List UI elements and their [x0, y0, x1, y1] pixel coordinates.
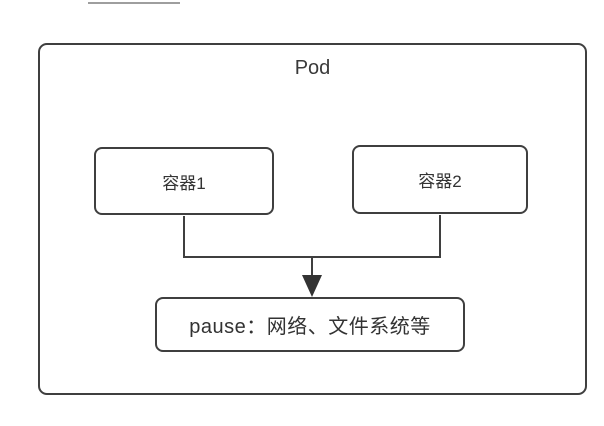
top-edge-line-fragment	[88, 2, 180, 4]
pause-node: pause：网络、文件系统等	[155, 297, 465, 352]
container-2-node: 容器2	[352, 145, 528, 214]
container-2-label: 容器2	[418, 172, 462, 191]
pause-label: pause：网络、文件系统等	[189, 316, 431, 338]
container-1-label: 容器1	[162, 173, 206, 193]
pod-group-title: Pod	[294, 57, 331, 79]
container-1-node: 容器1	[94, 147, 274, 215]
